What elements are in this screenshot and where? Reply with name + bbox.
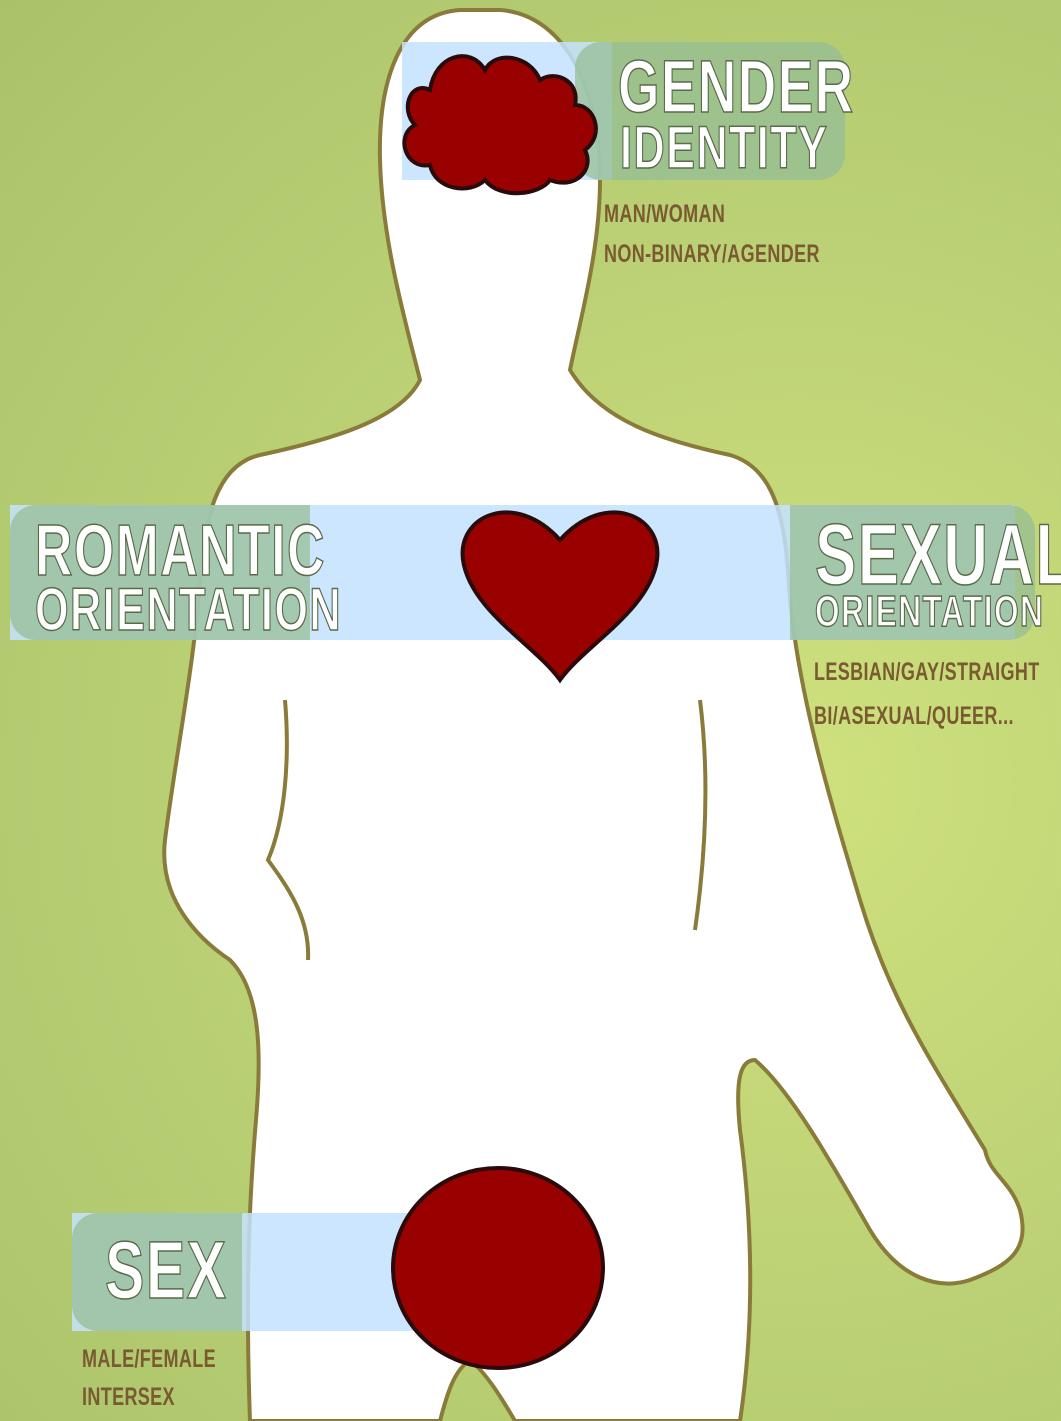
gender-sub-line2: NON-BINARY/AGENDER — [604, 240, 820, 269]
romantic-title-line2: ORIENTATION — [35, 580, 342, 640]
sex-title: SEX — [105, 1230, 227, 1312]
brain-icon — [390, 30, 610, 200]
sexual-title-line2: ORIENTATION — [815, 590, 1044, 634]
sexual-sub-line2: BI/ASEXUAL/QUEER... — [814, 702, 1014, 731]
sexual-title-line1: SEXUAL — [815, 512, 1061, 598]
sexual-sub-line1: LESBIAN/GAY/STRAIGHT — [814, 658, 1040, 687]
gender-title-line2: IDENTITY — [620, 118, 828, 178]
circle-icon — [388, 1163, 608, 1373]
gender-sub-line1: MAN/WOMAN — [604, 200, 725, 229]
gender-title-line1: GENDER — [618, 50, 855, 124]
sex-sub-line1: MALE/FEMALE — [82, 1345, 216, 1374]
heart-icon — [455, 495, 665, 685]
sex-sub-line2: INTERSEX — [82, 1383, 175, 1412]
